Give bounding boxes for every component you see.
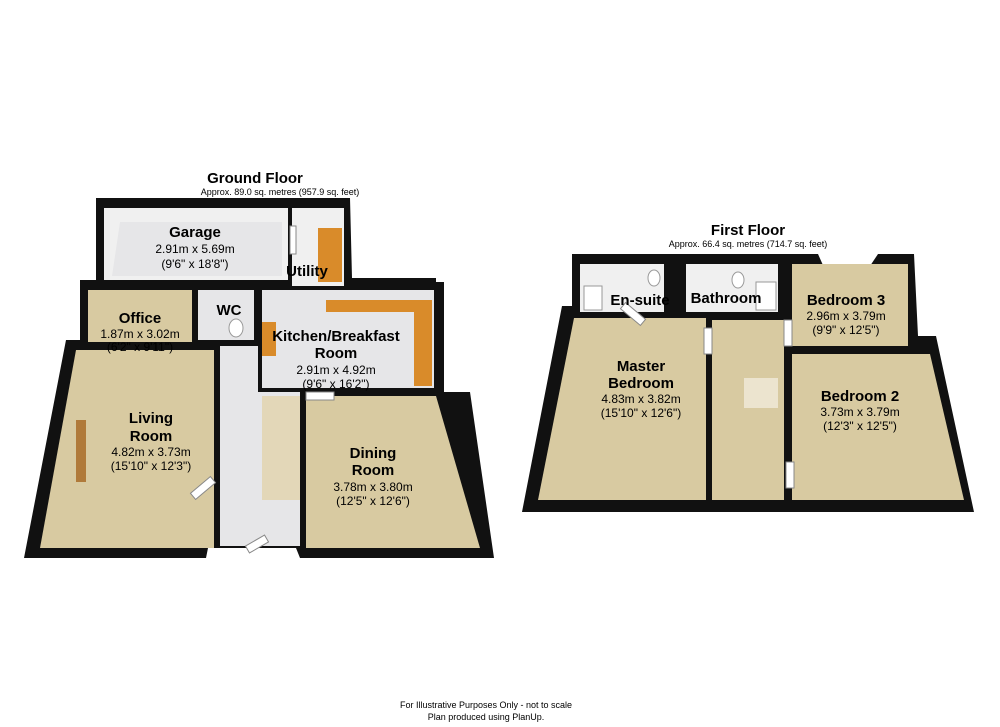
- office-name: Office: [119, 310, 162, 327]
- dining-room-door: [305, 391, 335, 401]
- dining-room-metric: 3.78m x 3.80m: [333, 480, 412, 494]
- bathroom-bath: [755, 281, 777, 311]
- garage-name: Garage: [169, 224, 221, 241]
- bedroom-3-floor: [792, 264, 908, 346]
- landing-floor: [712, 320, 784, 500]
- wc-name: WC: [217, 302, 242, 319]
- master-bedroom-metric: 4.83m x 3.82m: [601, 392, 680, 406]
- ensuite-shower: [583, 285, 603, 311]
- ensuite-door: [619, 301, 647, 327]
- living-room-metric: 4.82m x 3.73m: [111, 445, 190, 459]
- bedroom-2-floor: [792, 354, 964, 500]
- ground-floor-plan: [24, 198, 494, 558]
- bedroom-2-imperial: (12'3" x 12'5"): [823, 419, 897, 433]
- kitchen-imperial: (9'6" x 16'2"): [302, 377, 369, 391]
- garage-metric: 2.91m x 5.69m: [155, 242, 234, 256]
- dining-room-name-line1: Dining: [350, 445, 397, 462]
- bedroom-2-door: [785, 461, 795, 489]
- kitchen-name-line2: Room: [315, 345, 358, 362]
- master-bedroom-door: [703, 327, 713, 355]
- kitchen-counter-left: [262, 322, 276, 356]
- bathroom-toilet: [731, 271, 745, 289]
- ensuite-toilet: [647, 269, 661, 287]
- fireplace: [76, 420, 86, 482]
- bedroom-3-imperial: (9'9" x 12'5"): [812, 323, 879, 337]
- living-room-name-line1: Living: [129, 410, 173, 427]
- first-floor-labels: First Floor Approx. 66.4 sq. metres (714…: [601, 222, 900, 433]
- utility-door: [289, 225, 297, 255]
- dining-room-name-line2: Room: [352, 462, 395, 479]
- bedroom-3-door: [783, 319, 793, 347]
- office-floor: [88, 290, 192, 342]
- first-floor-plan: [522, 254, 974, 512]
- living-room-name-line2: Room: [130, 428, 173, 445]
- first-floor-area: Approx. 66.4 sq. metres (714.7 sq. feet): [669, 239, 828, 249]
- kitchen-floor: [262, 290, 434, 388]
- dining-room-floor: [306, 396, 480, 548]
- bedroom-2-metric: 3.73m x 3.79m: [820, 405, 899, 419]
- garage-floor-inner: [112, 222, 282, 276]
- kitchen-metric: 2.91m x 4.92m: [296, 363, 375, 377]
- utility-counter: [318, 228, 342, 282]
- staircase: [262, 396, 300, 500]
- ensuite-name: En-suite: [610, 292, 669, 309]
- master-bedroom-imperial: (15'10" x 12'6"): [601, 406, 681, 420]
- footer: For Illustrative Purposes Only - not to …: [400, 700, 572, 722]
- kitchen-name-line1: Kitchen/Breakfast: [272, 328, 400, 345]
- kitchen-counter-top: [326, 300, 414, 312]
- first-floor-title: First Floor: [711, 222, 785, 239]
- footer-disclaimer: For Illustrative Purposes Only - not to …: [400, 700, 572, 710]
- front-door: [244, 534, 270, 554]
- bedroom-3-name: Bedroom 3: [807, 292, 885, 309]
- master-bedroom-floor: [538, 318, 706, 500]
- landing-stair-top: [744, 378, 778, 408]
- ground-floor-title: Ground Floor: [207, 170, 303, 187]
- living-room-floor: [40, 350, 214, 548]
- dining-room-imperial: (12'5" x 12'6"): [336, 494, 410, 508]
- ground-floor-area: Approx. 89.0 sq. metres (957.9 sq. feet): [201, 187, 360, 197]
- kitchen-counter-right: [414, 300, 432, 386]
- living-room-imperial: (15'10" x 12'3"): [111, 459, 191, 473]
- office-metric: 1.87m x 3.02m: [100, 327, 179, 341]
- bedroom-2-name: Bedroom 2: [821, 388, 899, 405]
- ground-floor-labels: Ground Floor Approx. 89.0 sq. metres (95…: [100, 170, 412, 508]
- footer-credit: Plan produced using PlanUp.: [428, 712, 545, 722]
- wc-toilet: [228, 318, 244, 338]
- bathroom-name: Bathroom: [691, 290, 762, 307]
- master-bedroom-name-line2: Bedroom: [608, 375, 674, 392]
- utility-name: Utility: [286, 263, 328, 280]
- garage-imperial: (9'6" x 18'8"): [161, 257, 228, 271]
- master-bedroom-name-line1: Master: [617, 358, 666, 375]
- living-room-door: [189, 475, 217, 501]
- office-imperial: (6'2" x 9'11"): [107, 340, 173, 354]
- bathroom-floor: [686, 264, 778, 312]
- bedroom-3-metric: 2.96m x 3.79m: [806, 309, 885, 323]
